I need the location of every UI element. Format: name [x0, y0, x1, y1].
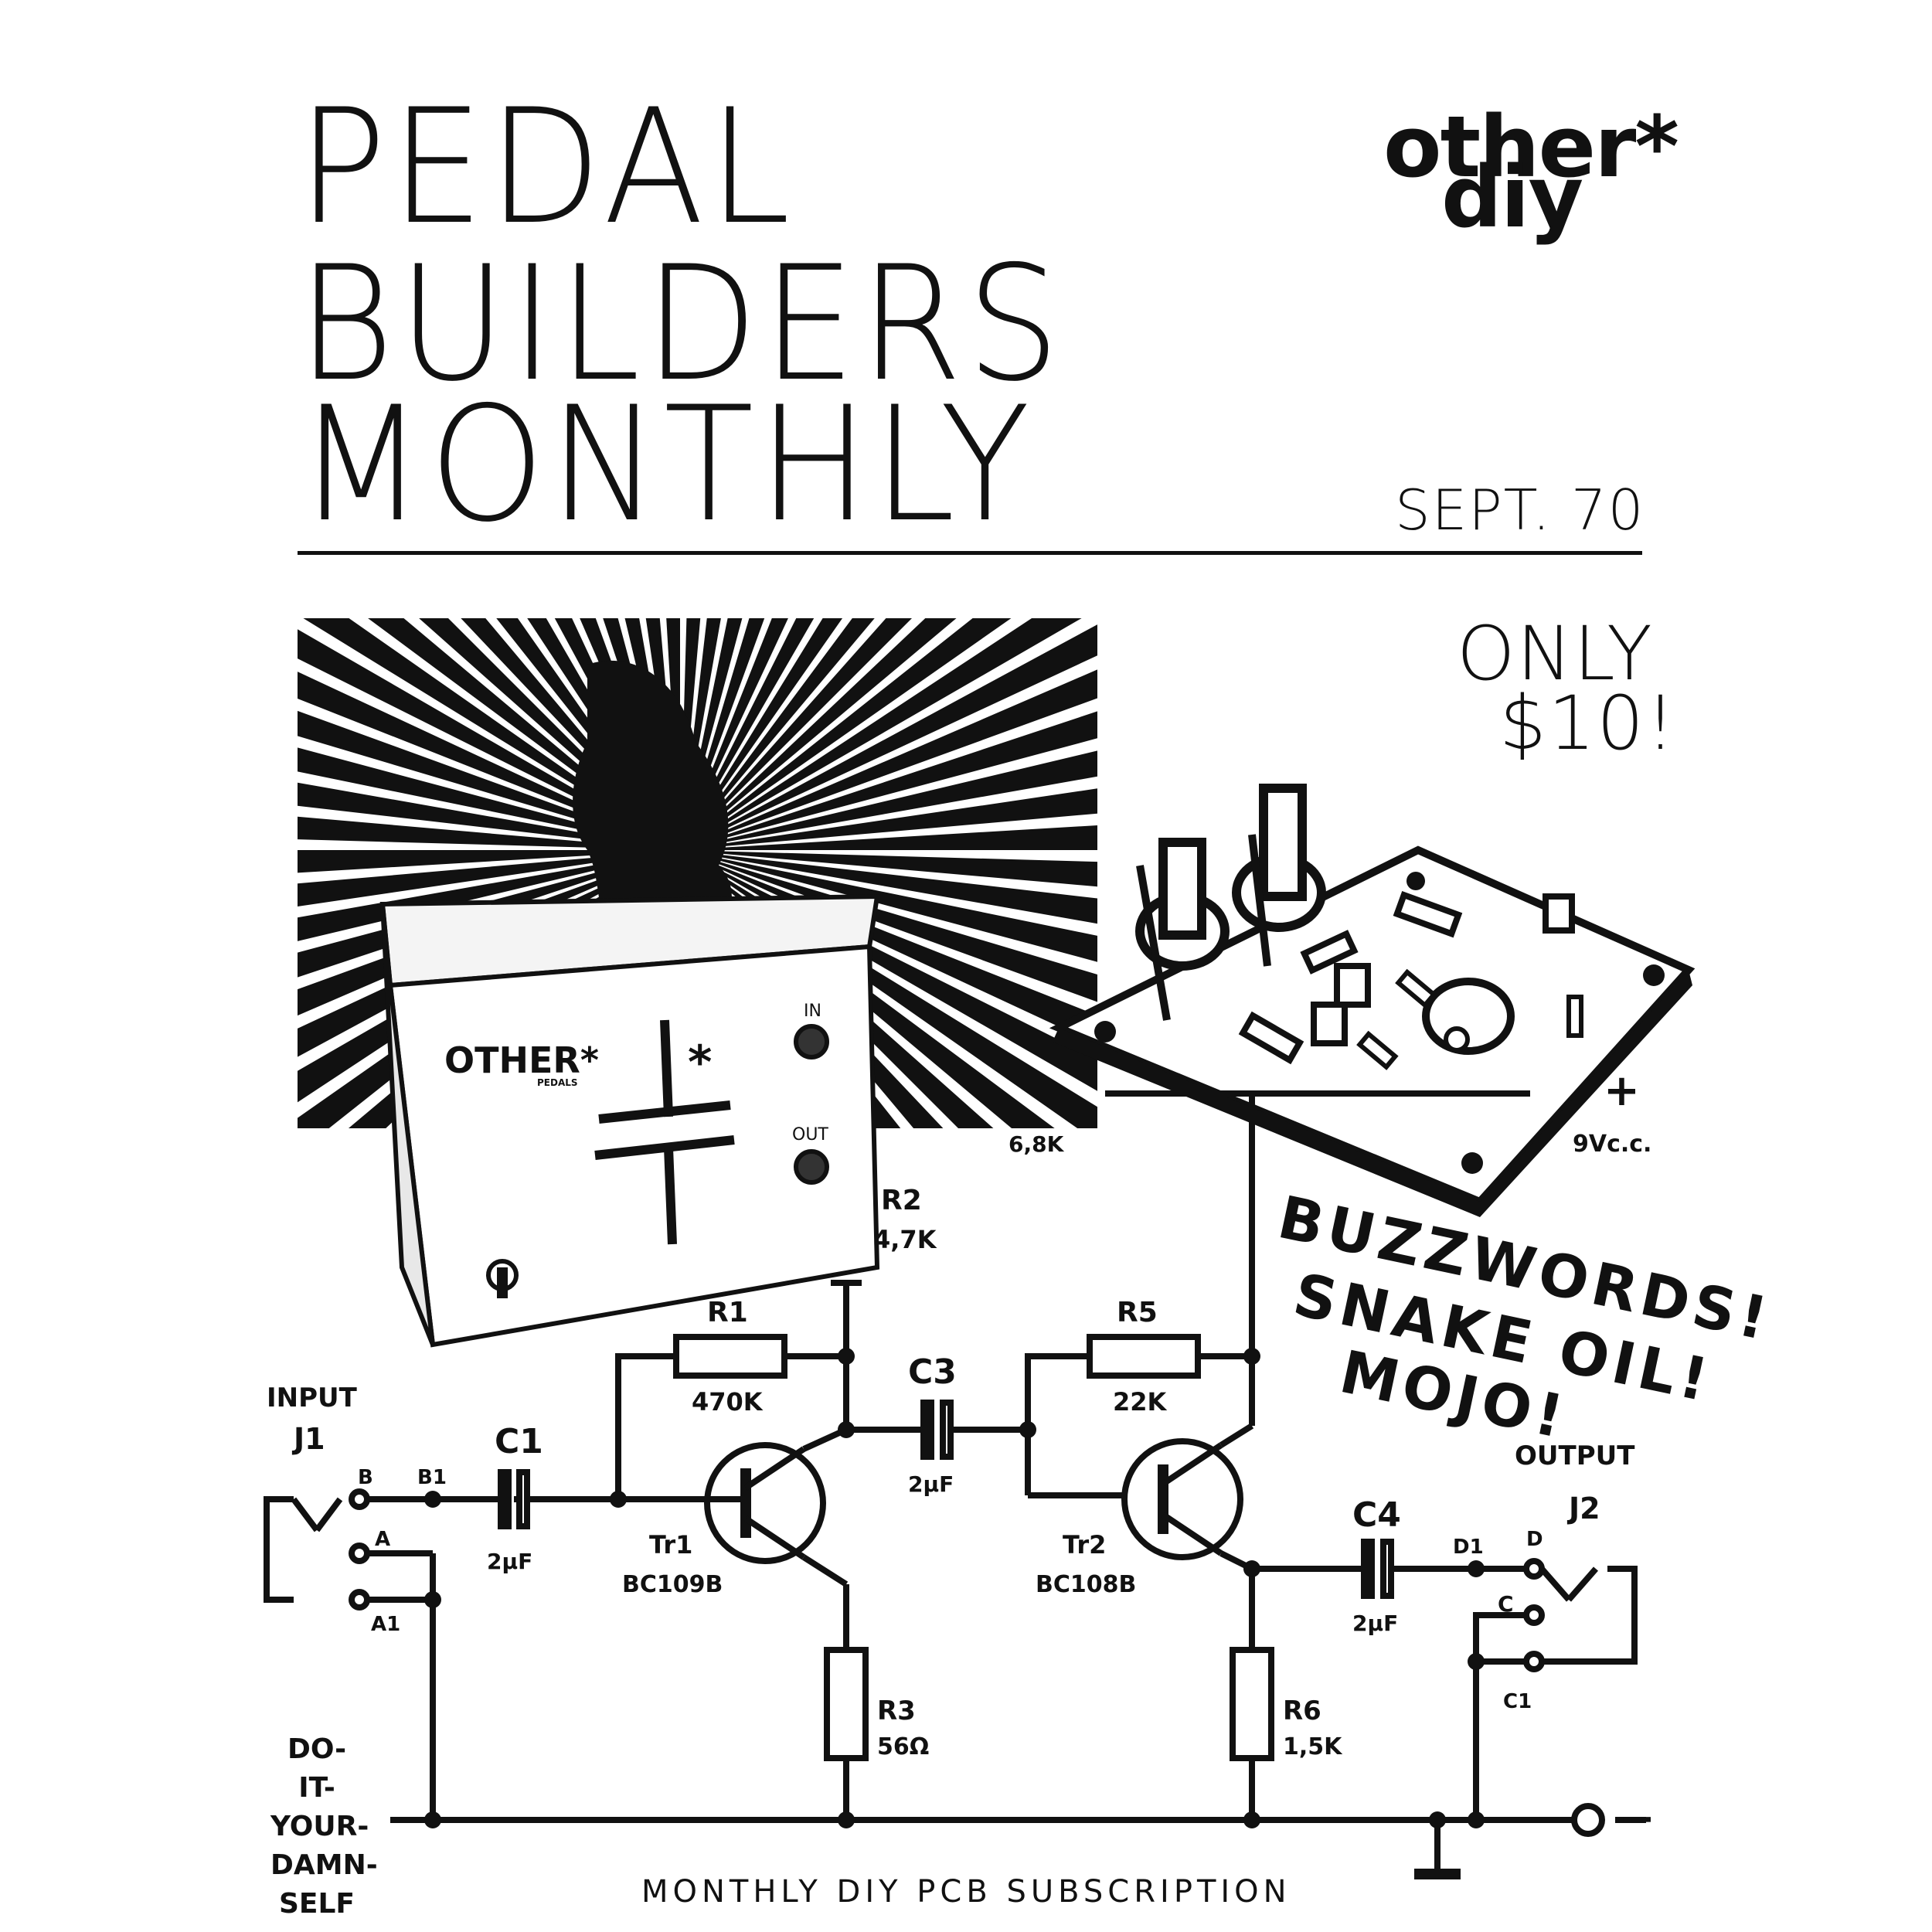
plus-terminal-label: + — [1604, 1066, 1640, 1116]
sunburst-ray — [572, 618, 680, 850]
c4-name: C4 — [1352, 1495, 1401, 1535]
sunburst-ray — [680, 850, 1097, 1015]
r2-name: R2 — [881, 1185, 922, 1216]
sunburst-ray — [680, 738, 1097, 850]
sunburst-ray — [298, 850, 680, 884]
pedal-brand: OTHER* — [444, 1039, 599, 1081]
input-label: INPUT — [267, 1383, 358, 1413]
c1-name: C1 — [495, 1422, 543, 1461]
pin-b-label: B — [358, 1466, 373, 1489]
sidebar-line-4: DAMN- — [270, 1849, 378, 1881]
brand-logo-line-2: diy — [1441, 148, 1583, 247]
pedal-illustration: OTHER* PEDALS * IN OUT — [379, 893, 880, 1348]
sunburst-ray — [680, 850, 1097, 936]
c3-name: C3 — [908, 1352, 957, 1392]
sunburst-ray — [680, 850, 1097, 975]
title-line-1: PEDAL — [298, 76, 795, 260]
tr2-name: Tr2 — [1063, 1530, 1106, 1560]
pin-b1-label: B1 — [417, 1466, 447, 1489]
r5-value: 22K — [1113, 1387, 1168, 1417]
r1-value: 470K — [692, 1387, 764, 1417]
j1-label: J1 — [291, 1422, 325, 1456]
pedal-in-label: IN — [804, 1002, 821, 1021]
sunburst-ray — [680, 618, 973, 850]
supply-label: 9Vc.c. — [1573, 1131, 1651, 1158]
sunburst-ray — [298, 771, 680, 850]
pcb-illustration — [1049, 784, 1696, 1217]
output-jack-icon — [794, 1149, 829, 1185]
sunburst-ray — [680, 618, 1032, 850]
sunburst-ray — [485, 618, 680, 850]
pin-d1-label: D1 — [1453, 1536, 1484, 1559]
price-line-1: ONLY — [1457, 611, 1654, 697]
sidebar-line-1: DO- — [287, 1733, 347, 1765]
r6-name: R6 — [1283, 1696, 1321, 1726]
masthead-divider — [298, 551, 1642, 555]
schematic-junctions — [424, 1348, 1485, 1828]
r3-value: 56Ω — [877, 1733, 929, 1760]
tr2-part: BC108B — [1036, 1571, 1136, 1598]
r4-value: 6,8K — [1009, 1131, 1065, 1157]
footer-tagline: MONTHLY DIY PCB SUBSCRIPTION — [641, 1874, 1291, 1910]
sunburst-ray — [680, 698, 1097, 850]
pedal-out-label: OUT — [792, 1125, 828, 1145]
sunburst-ray — [680, 813, 1097, 850]
title-line-3: MONTHLY — [298, 373, 1035, 557]
r5-name: R5 — [1117, 1297, 1158, 1328]
pin-c-label: C — [1498, 1591, 1514, 1617]
pin-a-label: A — [375, 1528, 390, 1551]
schematic-wiring — [264, 1090, 1646, 1879]
r3-name: R3 — [877, 1696, 916, 1726]
pedal-brand-sub: PEDALS — [537, 1077, 578, 1088]
c3-value: 2µF — [908, 1471, 954, 1497]
minus-terminal-label: − — [1619, 1794, 1655, 1844]
brand-logo-line-1: other* — [1383, 97, 1679, 196]
sunburst-ray — [680, 618, 886, 850]
head-silhouette — [573, 660, 732, 975]
sunburst-ray — [298, 839, 680, 850]
sunburst-ray — [680, 618, 926, 850]
c4-value: 2µF — [1352, 1611, 1398, 1636]
title-line-2: BUILDERS — [298, 233, 1065, 417]
svg-text:*: * — [688, 1036, 712, 1090]
tr1-name: Tr1 — [649, 1530, 692, 1560]
sunburst-ray — [680, 850, 1097, 862]
sunburst-ray — [298, 698, 680, 850]
sunburst-ray — [680, 618, 852, 850]
pin-d-label: D — [1526, 1528, 1543, 1551]
c1-value: 2µF — [487, 1549, 532, 1574]
sidebar-line-2: IT- — [298, 1772, 335, 1804]
r2-value: 4,7K — [873, 1225, 937, 1254]
price-line-2: $10! — [1499, 680, 1677, 767]
pin-a1-label: A1 — [371, 1613, 400, 1636]
sunburst-ray — [680, 655, 1097, 850]
tr1-part: BC109B — [622, 1571, 723, 1598]
sunburst-ray — [403, 618, 680, 850]
r6-value: 1,5K — [1283, 1733, 1343, 1760]
pin-c1-label: C1 — [1503, 1690, 1532, 1713]
sunburst-ray — [298, 805, 680, 850]
sunburst-ray — [680, 776, 1097, 850]
sunburst-ray — [680, 618, 772, 850]
pedal-logo — [660, 1019, 673, 1117]
sunburst-ray — [680, 850, 1097, 899]
sidebar-line-3: YOUR- — [270, 1811, 369, 1842]
input-jack-icon — [794, 1024, 829, 1060]
sunburst-ray — [298, 850, 680, 918]
sunburst-ray — [680, 618, 1097, 850]
issue-date: SEPT. 70 — [1395, 478, 1645, 543]
r1-name: R1 — [707, 1297, 748, 1328]
output-label: OUTPUT — [1515, 1440, 1635, 1471]
sidebar-line-5: SELF — [278, 1888, 355, 1920]
j2-label: J2 — [1566, 1492, 1600, 1526]
